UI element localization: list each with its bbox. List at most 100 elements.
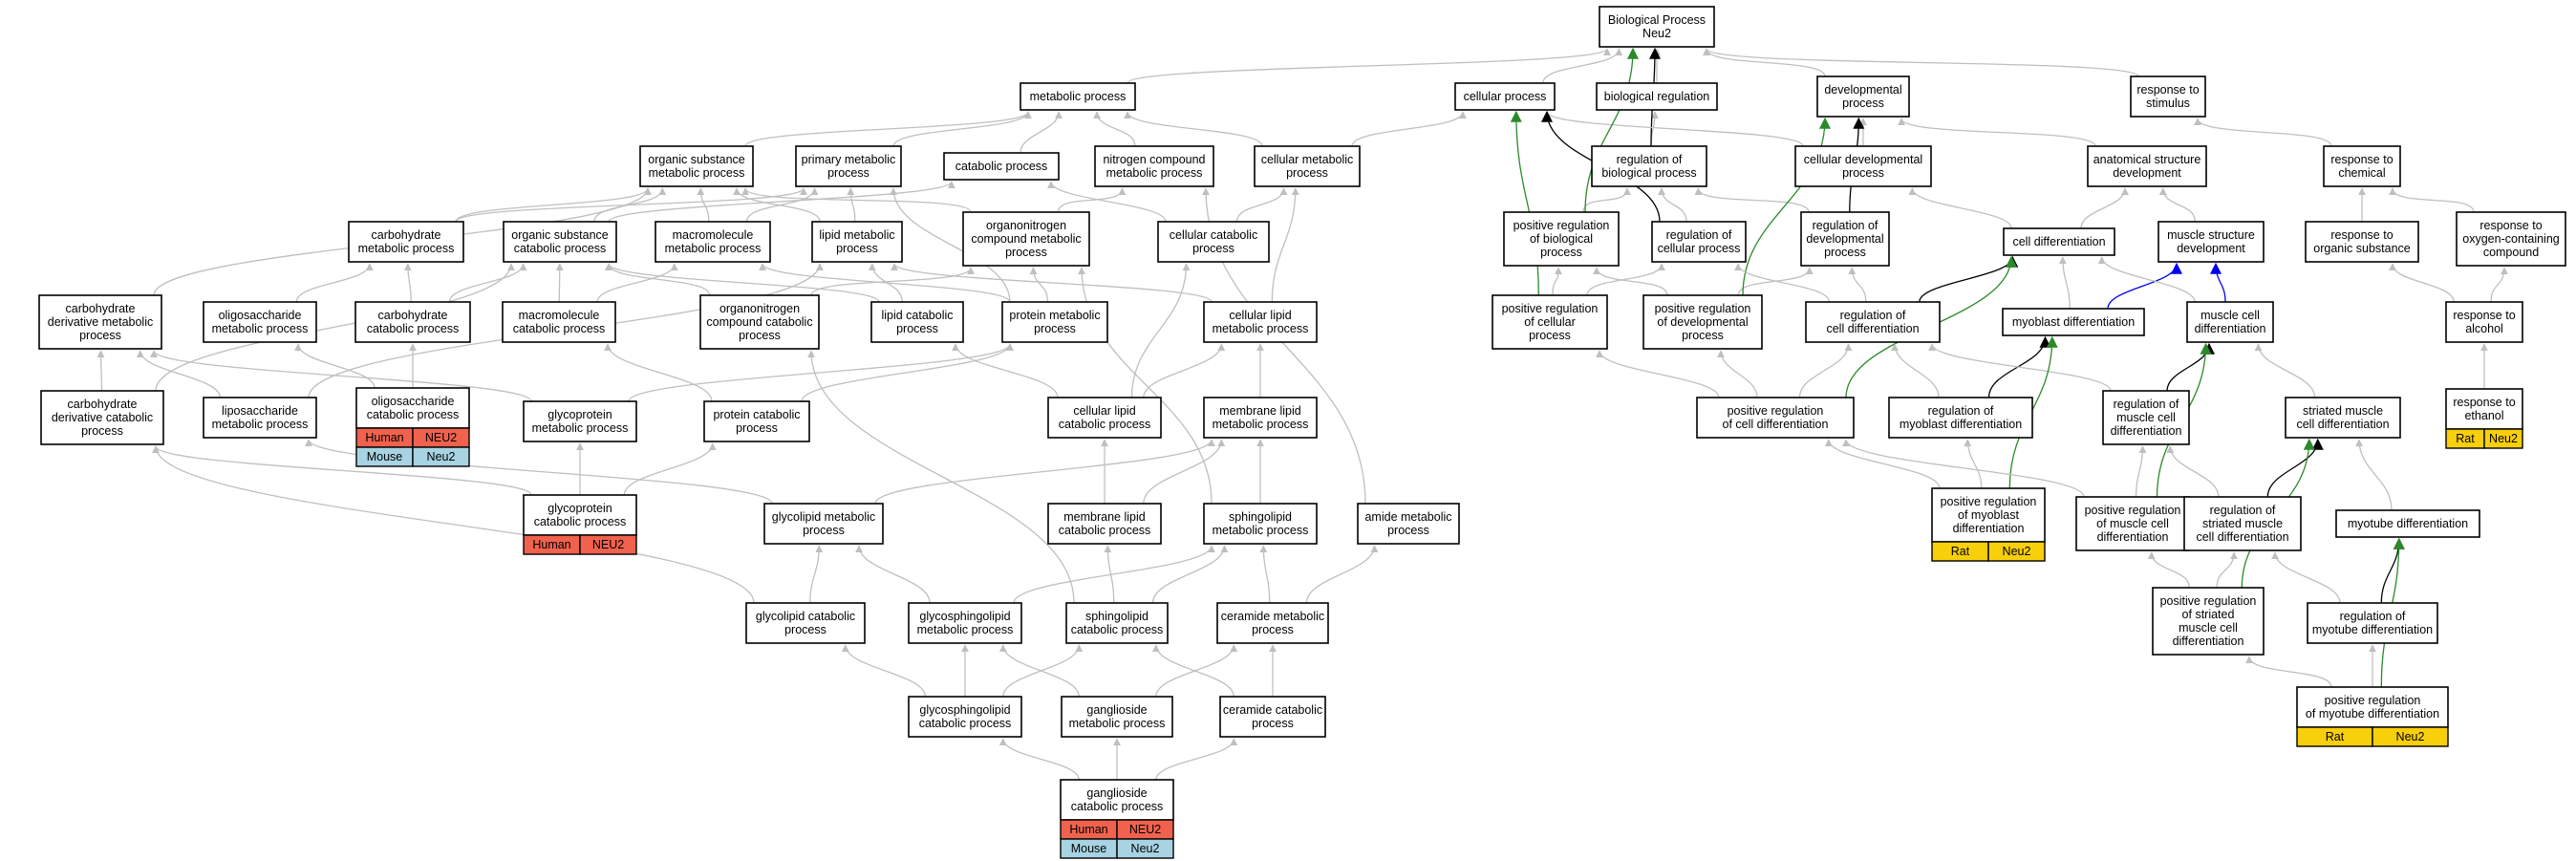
go-term-node[interactable]: metabolic process [1020, 82, 1136, 111]
go-term-node[interactable]: myotube differentiation [2335, 509, 2480, 538]
node-label-line: catabolic process [513, 322, 606, 335]
edge-cellular_met-to-metabolic [1124, 111, 1263, 147]
node-label-line: response to [2330, 228, 2393, 242]
node-label-line: differentiation [1953, 522, 2025, 535]
node-box [1651, 221, 1747, 263]
go-term-node[interactable]: cell differentiation [2003, 227, 2115, 256]
node-box [1794, 145, 1932, 187]
edge-oligo_cat-to-oligo_met [294, 343, 376, 389]
node-label-line: process [827, 166, 869, 180]
node-label-line: carbohydrate [372, 228, 441, 242]
edge-pos_reg_dev-to-pos_reg_bio [1593, 267, 1668, 296]
node-label-line: catabolic process [919, 717, 1012, 730]
edge-reg_muscle_cell-to-muscle_cell_diff [2166, 342, 2215, 392]
node-label-line: striated muscle [2303, 404, 2383, 418]
species-name: Rat [2456, 432, 2475, 445]
node-label-line: regulation of [1928, 404, 1994, 418]
go-term-node[interactable]: myoblast differentiation [2002, 308, 2145, 336]
edge-carb_cat-to-org_sub_cat [448, 263, 527, 303]
node-box [1060, 779, 1174, 821]
node-label-line: organic substance [511, 228, 609, 242]
node-label-line: of biological [1530, 232, 1593, 246]
node-label-line: oligosaccharide [372, 395, 455, 408]
node-label-line: myotube differentiation [2348, 517, 2468, 530]
node-label-line: compound [2483, 246, 2539, 259]
node-label-line: regulation of [1617, 153, 1683, 166]
node-box [2456, 211, 2566, 267]
node-label-line: lipid metabolic [819, 228, 894, 242]
go-term-node[interactable]: catabolic process [943, 152, 1060, 181]
go-term-node[interactable]: cellular process [1454, 82, 1556, 111]
go-term-node[interactable]: biological regulation [1596, 82, 1718, 111]
node-label-line: cell differentiation [2196, 530, 2288, 544]
